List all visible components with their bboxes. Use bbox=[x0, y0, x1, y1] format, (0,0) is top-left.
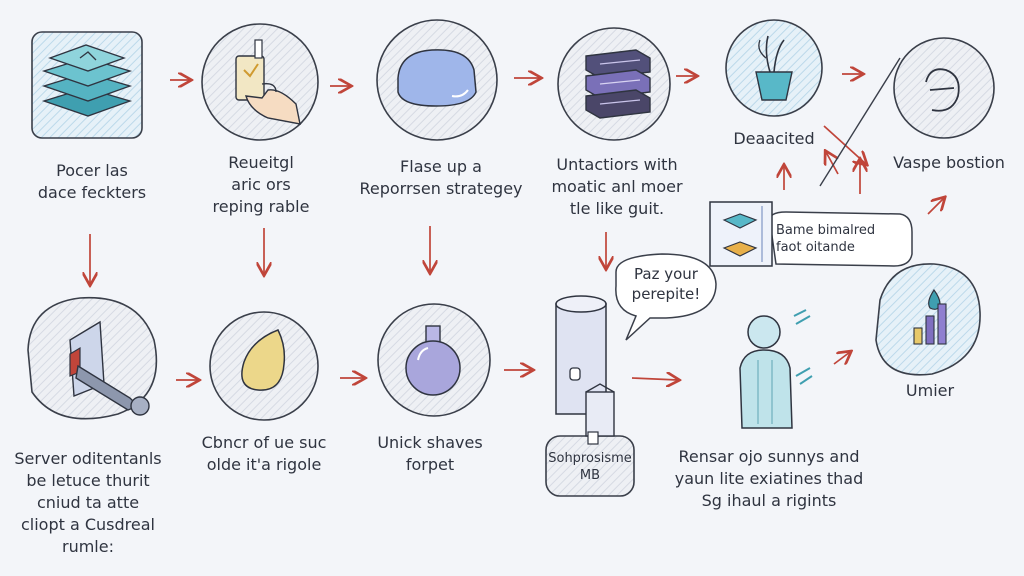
arrow-11-12 bbox=[833, 352, 850, 364]
node-soft-block bbox=[376, 19, 498, 141]
node-server-stack bbox=[557, 27, 671, 141]
diagonal-divider bbox=[819, 57, 901, 187]
server-panel-icon bbox=[69, 320, 150, 416]
label-spiral-circle: Vaspe bostion bbox=[893, 153, 1005, 172]
label-soft-block: Flase up a Reporrsen strategey bbox=[359, 157, 523, 198]
node-person bbox=[739, 309, 813, 429]
arrow-10-11 bbox=[631, 378, 678, 380]
hand-holding-phone-icon bbox=[235, 39, 301, 125]
speech-bubble bbox=[615, 253, 717, 341]
node-round-flask bbox=[377, 303, 491, 417]
label-round-flask: Unick shaves forpet bbox=[377, 433, 483, 474]
round-flask-icon bbox=[405, 325, 461, 396]
person-icon bbox=[739, 315, 793, 429]
label-drop-flame: Cbncr of ue suc olde it'a rigole bbox=[201, 433, 327, 474]
info-card bbox=[709, 201, 913, 267]
node-plant-pot bbox=[725, 19, 823, 117]
node-drop-chart bbox=[875, 263, 981, 376]
document-icon bbox=[709, 201, 773, 267]
label-person: Rensar ojo sunnys and yaun lite exiatine… bbox=[674, 447, 864, 510]
plant-pot-icon bbox=[755, 35, 793, 101]
speech-bubble-text: Paz your perepite! bbox=[631, 265, 701, 303]
cylinder-database-icon bbox=[555, 295, 615, 445]
stacked-layers-icon bbox=[41, 44, 133, 117]
node-hand-phone bbox=[201, 23, 319, 141]
node-server-panel bbox=[27, 296, 158, 420]
node-stacked-layers bbox=[31, 31, 143, 139]
label-stacked-layers: Pocer las dace feckters bbox=[37, 161, 147, 202]
server-stack-icon bbox=[585, 49, 651, 119]
label-hand-phone: Reueitgl aric ors reping rable bbox=[212, 153, 310, 216]
yellow-drop-icon bbox=[241, 329, 286, 391]
node-spiral-circle bbox=[893, 37, 995, 139]
soft-block-icon bbox=[397, 49, 477, 107]
drop-chart-icon bbox=[913, 288, 947, 345]
label-plant-pot: Deaacited bbox=[733, 129, 815, 148]
info-card-text: Bame bimalred faot oitande bbox=[776, 223, 876, 255]
label-drop-chart: Umier bbox=[905, 381, 955, 400]
label-server-panel: Server oditentanls be letuce thurit cniu… bbox=[14, 449, 162, 556]
spiral-icon bbox=[925, 68, 960, 112]
node-drop-flame bbox=[209, 311, 319, 421]
label-cylinder-db: Sohprosisme MB bbox=[548, 451, 632, 483]
label-server-stack: Untactiors with moatic anl moer tle like… bbox=[551, 155, 683, 218]
node-cylinder-db bbox=[545, 295, 635, 497]
arrow-to-vaspe bbox=[927, 198, 944, 215]
arrow-card-left bbox=[826, 152, 839, 175]
